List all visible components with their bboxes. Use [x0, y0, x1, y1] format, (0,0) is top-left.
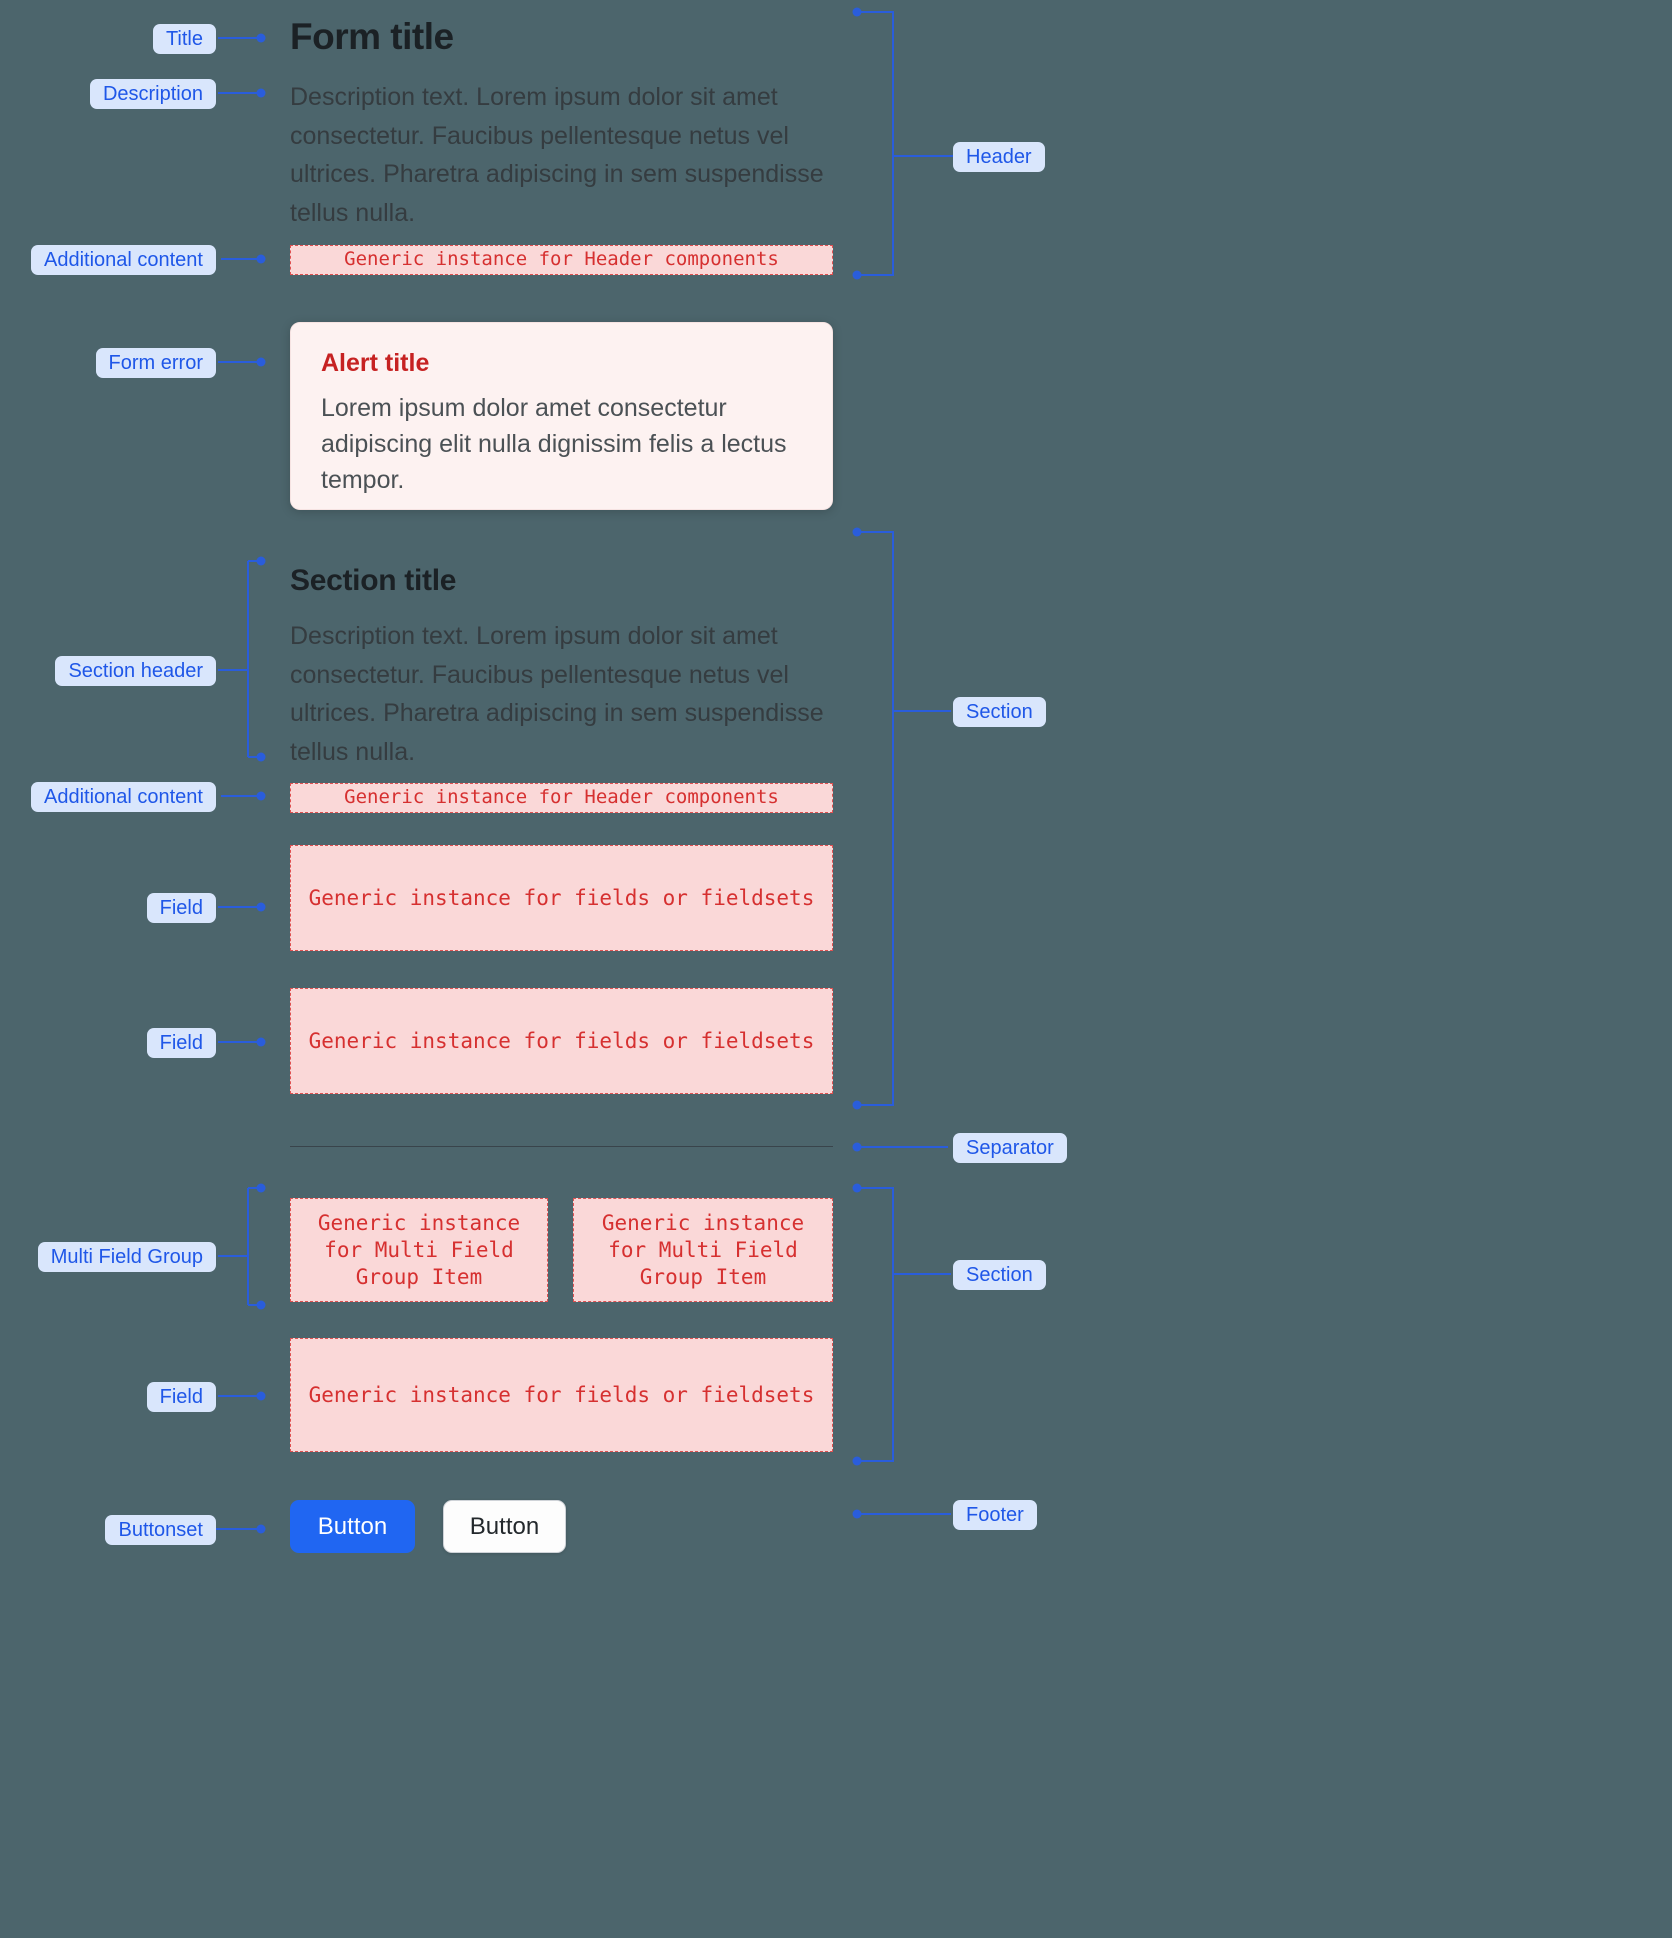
section-title: Section title	[290, 564, 457, 597]
field-placeholder-3: Generic instance for fields or fieldsets	[290, 1338, 833, 1452]
annotation-label-field-3: Field	[146, 1382, 216, 1412]
right-connector-lines	[861, 11, 953, 1515]
form-description: Description text. Lorem ipsum dolor sit …	[290, 83, 824, 227]
annotation-label-field-1: Field	[146, 893, 216, 923]
annotation-label-buttonset: Buttonset	[105, 1515, 216, 1545]
annotation-label-additional-content-2: Additional content	[30, 782, 216, 812]
form-title: Form title	[290, 16, 454, 57]
multi-field-group-item-2: Generic instance for Multi Field Group I…	[573, 1198, 833, 1302]
annotation-label-footer: Footer	[953, 1500, 1037, 1530]
annotation-label-section-2: Section	[953, 1260, 1046, 1290]
field-placeholder-1: Generic instance for fields or fieldsets	[290, 845, 833, 951]
annotation-label-description: Description	[89, 79, 216, 109]
header-additional-content-placeholder: Generic instance for Header components	[290, 245, 833, 275]
secondary-button[interactable]: Button	[443, 1500, 566, 1553]
left-connector-lines	[216, 37, 257, 1530]
primary-button[interactable]: Button	[290, 1500, 415, 1553]
field-placeholder-2: Generic instance for fields or fieldsets	[290, 988, 833, 1094]
annotation-label-additional-content: Additional content	[30, 245, 216, 275]
annotation-label-section-1: Section	[953, 697, 1046, 727]
annotation-label-title: Title	[152, 24, 216, 54]
annotation-label-multi-field-group: Multi Field Group	[37, 1242, 216, 1272]
annotation-label-separator: Separator	[953, 1133, 1067, 1163]
annotation-label-header: Header	[953, 142, 1045, 172]
annotation-label-field-2: Field	[146, 1028, 216, 1058]
multi-field-group-item-1: Generic instance for Multi Field Group I…	[290, 1198, 548, 1302]
form-error-alert: Alert title Lorem ipsum dolor amet conse…	[290, 322, 833, 510]
annotation-label-form-error: Form error	[95, 348, 216, 378]
alert-title: Alert title	[321, 349, 430, 377]
section-additional-content-placeholder: Generic instance for Header components	[290, 783, 833, 813]
section-description: Description text. Lorem ipsum dolor sit …	[290, 622, 824, 766]
alert-body: Lorem ipsum dolor amet consectetur adipi…	[321, 394, 787, 494]
separator-line	[290, 1146, 833, 1147]
annotation-label-section-header: Section header	[55, 656, 216, 686]
